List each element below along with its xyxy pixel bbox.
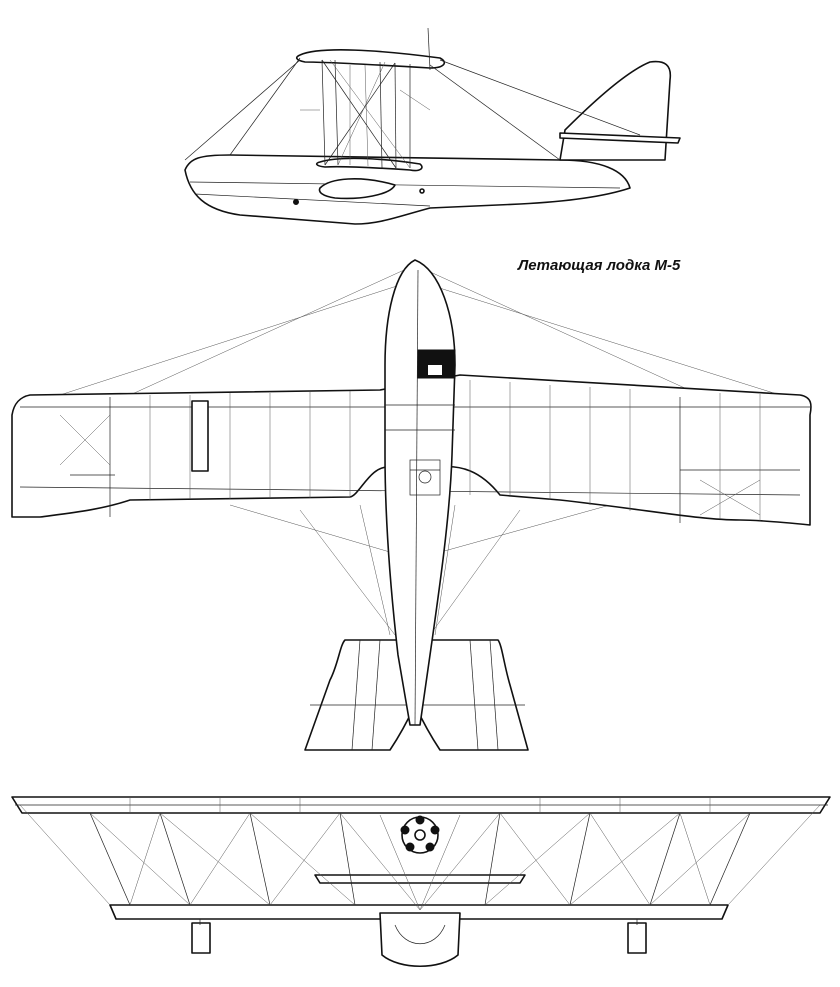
lower-wing-front <box>109 904 729 920</box>
front-view <box>0 775 840 980</box>
top-view <box>0 255 840 760</box>
left-float <box>191 922 211 954</box>
side-view <box>0 10 840 235</box>
upper-wing-side <box>295 49 446 69</box>
hull-front <box>379 912 461 968</box>
aileron-panel <box>191 400 209 472</box>
tail-fin <box>559 60 672 161</box>
drawing-title: Летающая лодка М-5 <box>518 257 681 274</box>
right-float <box>627 922 647 954</box>
engine-top <box>409 459 441 496</box>
hull-side <box>184 154 631 225</box>
engine-front <box>400 815 440 854</box>
